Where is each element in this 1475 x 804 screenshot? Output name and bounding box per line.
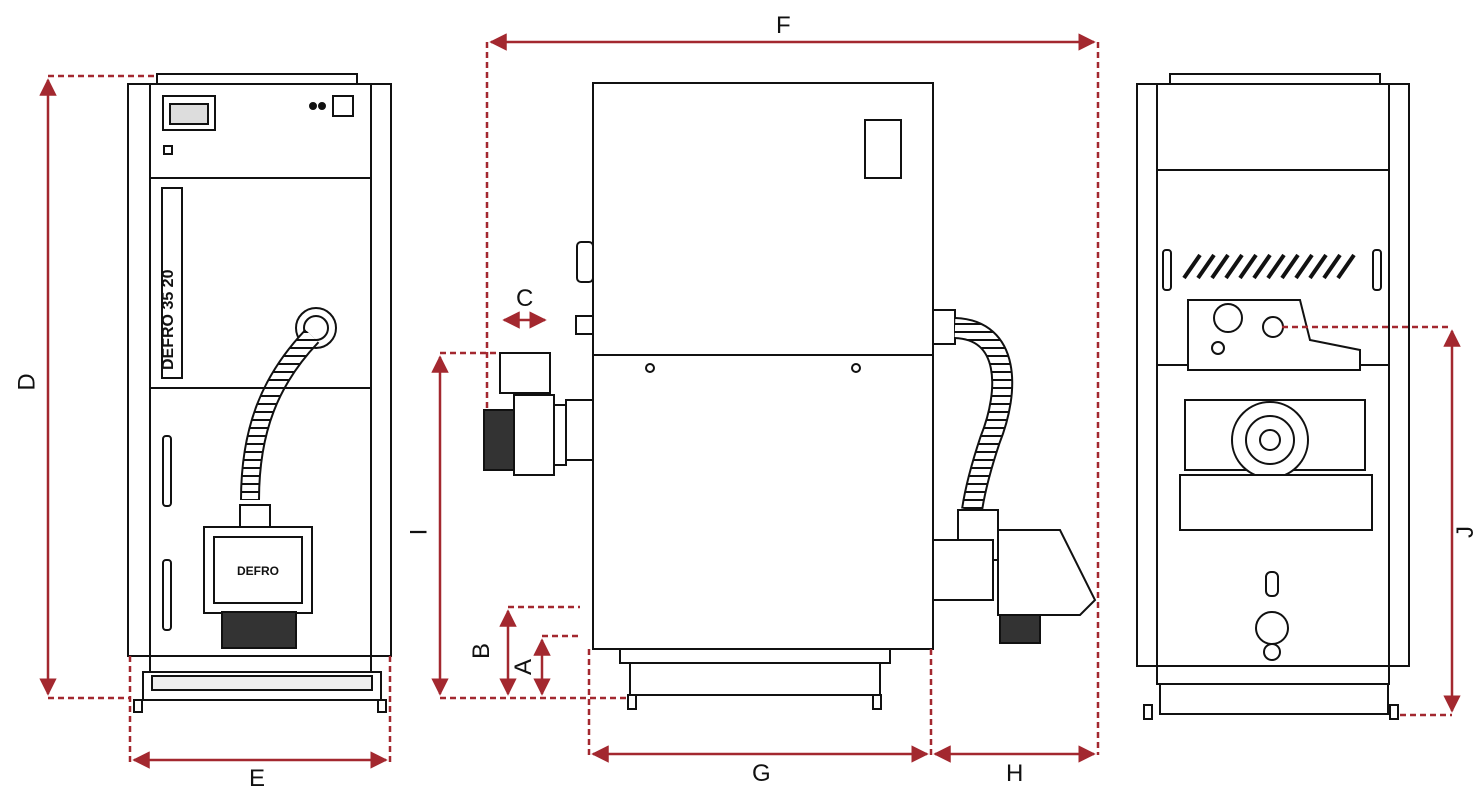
front-foot-left	[133, 699, 143, 713]
dimension-f-label: F	[776, 12, 791, 39]
side-foot-left	[627, 694, 637, 710]
rear-fan-hub	[1259, 429, 1281, 451]
side-plinth	[619, 648, 891, 664]
model-badge	[161, 187, 183, 379]
model-badge-text: DEFRO 35 20	[160, 269, 177, 370]
side-connector	[575, 315, 594, 335]
front-foot-right	[377, 699, 387, 713]
return-connector	[1255, 611, 1289, 645]
front-top-lid	[156, 73, 358, 85]
rear-foot-left	[1143, 704, 1153, 720]
dimension-b-label: B	[468, 642, 496, 660]
side-bolt-left	[645, 363, 655, 373]
dimension-e-label: E	[249, 765, 266, 792]
air-duct	[499, 352, 551, 394]
burner-fan	[483, 409, 515, 471]
dimension-j-label: J	[1452, 526, 1475, 538]
dimension-c-label: C	[516, 285, 534, 312]
power-switch	[332, 95, 354, 117]
indicator-led-1	[309, 102, 317, 110]
burner-mount	[565, 399, 594, 461]
front-left-pillar	[127, 83, 151, 657]
rear-base	[1159, 683, 1389, 715]
rear-plinth	[1156, 665, 1390, 685]
side-handle	[576, 241, 594, 283]
dimension-d-label: D	[13, 373, 41, 391]
rear-port	[1211, 341, 1225, 355]
level-gauge-upper	[162, 435, 172, 507]
dimension-lines	[39, 33, 1461, 769]
rear-vent-grille	[1182, 253, 1356, 280]
rear-sight-slot	[1265, 571, 1279, 597]
side-label-plate	[864, 119, 902, 179]
side-hose-inlet	[932, 309, 956, 345]
rear-left-pillar	[1136, 83, 1158, 667]
side-bolt-right	[851, 363, 861, 373]
side-view	[483, 82, 1097, 710]
dimension-a-label: A	[510, 658, 538, 676]
feeder-coupling	[239, 504, 271, 528]
dimension-i-label: I	[405, 528, 433, 536]
feeder-logo-text: DEFRO	[237, 564, 279, 578]
front-plinth	[149, 655, 372, 673]
dimension-h-label: H	[1006, 760, 1024, 787]
feeder-hopper	[997, 529, 1097, 616]
rear-cleanout-door	[1179, 474, 1373, 531]
controller-screen	[169, 103, 209, 125]
rear-view	[1136, 73, 1410, 720]
fuse-icon	[163, 145, 173, 155]
feeder-tube	[932, 539, 994, 601]
feeder-panel	[213, 536, 303, 604]
rear-handle-right	[1372, 249, 1382, 291]
rear-right-pillar	[1388, 83, 1410, 667]
drain-valve	[1263, 643, 1281, 661]
front-ashtray	[151, 675, 373, 691]
dimension-g-label: G	[752, 760, 771, 787]
rear-top-lid	[1169, 73, 1381, 85]
flow-outlet	[1262, 316, 1284, 338]
front-right-pillar	[370, 83, 392, 657]
burner-flange	[553, 404, 567, 466]
burner-housing	[513, 394, 555, 476]
rear-foot-right	[1389, 704, 1399, 720]
side-base	[629, 662, 881, 696]
level-gauge-lower	[162, 559, 172, 631]
rear-body	[1156, 83, 1390, 667]
indicator-led-2	[318, 102, 326, 110]
feeder-motor	[221, 611, 297, 649]
side-foot-right	[872, 694, 882, 710]
feeder-motor-side	[999, 614, 1041, 644]
thermometer-gauge	[1213, 303, 1243, 333]
rear-handle-left	[1162, 249, 1172, 291]
front-view	[127, 73, 392, 713]
